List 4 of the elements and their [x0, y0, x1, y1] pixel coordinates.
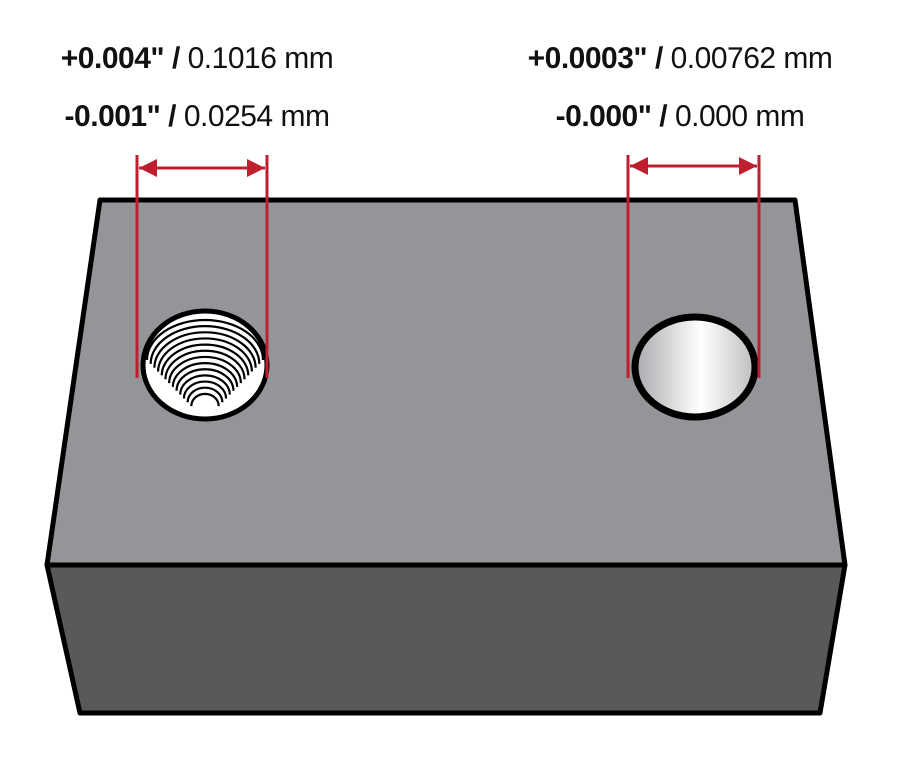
tolerance-label: -0.001" / 0.0254 mm — [64, 102, 330, 132]
tolerance-label: +0.004" / 0.1016 mm — [60, 44, 334, 74]
tolerance-label: +0.0003" / 0.00762 mm — [528, 44, 832, 74]
tolerance-label: -0.000" / 0.000 mm — [556, 102, 804, 132]
